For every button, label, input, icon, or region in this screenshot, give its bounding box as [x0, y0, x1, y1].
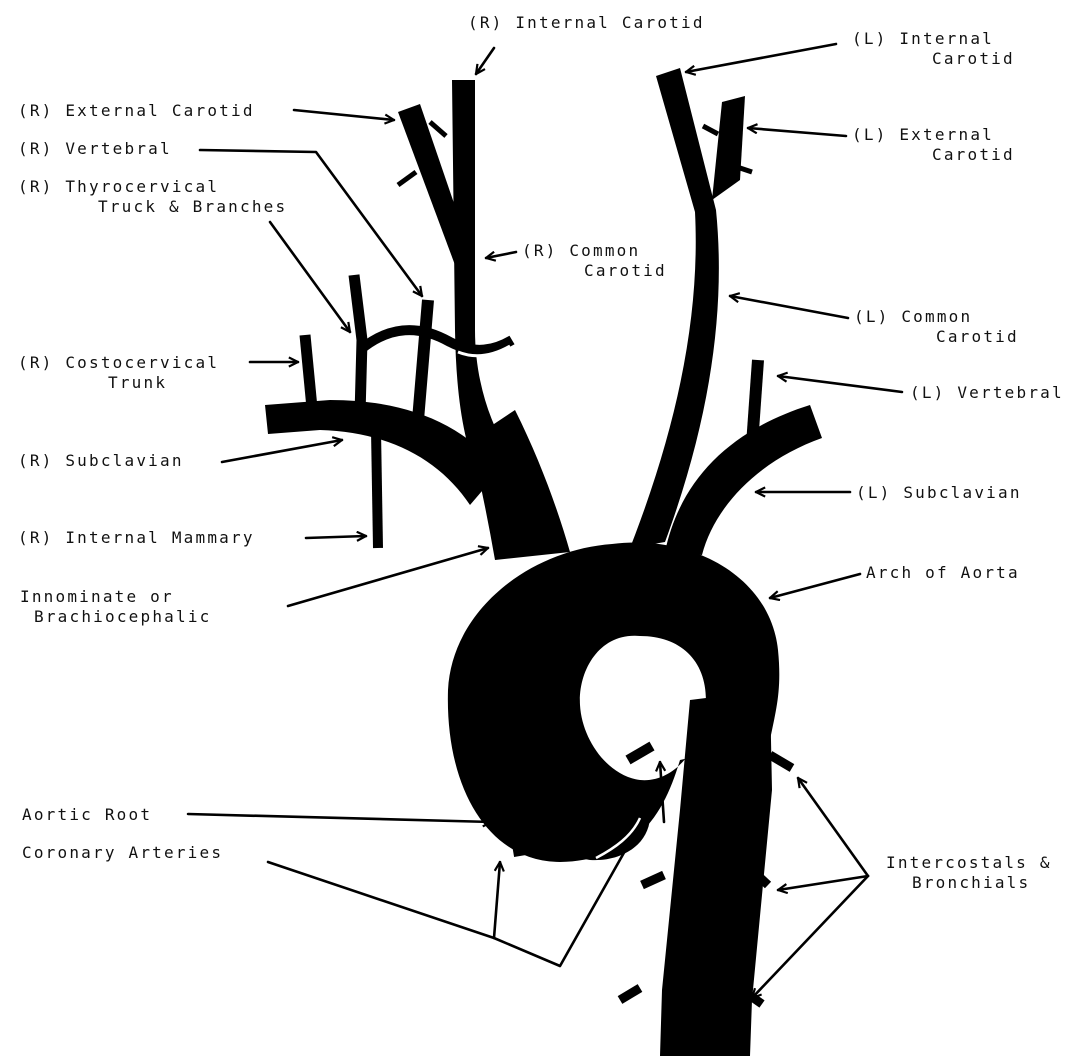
- leader-r-external-carotid: [294, 110, 394, 120]
- label-r-vertebral-line-1: (R) Vertebral: [18, 139, 172, 158]
- label-l-internal-carotid-line-1: (L) Internal: [852, 29, 994, 48]
- label-innominate: Innominate or Brachiocephalic: [20, 587, 212, 626]
- leader-intercostal-3: [752, 876, 868, 998]
- right-thyrocervical-branch: [360, 330, 512, 350]
- label-r-common-carotid-line-1: (R) Common: [522, 241, 640, 260]
- right-vertebral: [418, 300, 428, 420]
- leader-intercostal-1: [798, 778, 868, 876]
- label-r-subclavian-line-1: (R) Subclavian: [18, 451, 184, 470]
- intercostal-stub-2: [642, 875, 664, 885]
- coronary-stub-left: [628, 746, 652, 760]
- leader-l-common-carotid: [730, 296, 848, 318]
- leader-aortic-root: [188, 814, 492, 822]
- leader-r-vertebral: [200, 150, 422, 296]
- leader-r-internal-carotid: [476, 48, 494, 74]
- label-coronary-arteries-line-1: Coronary Arteries: [22, 843, 223, 862]
- label-r-external-carotid: (R) External Carotid: [18, 101, 255, 120]
- label-l-common-carotid: (L) Common Carotid: [854, 307, 1019, 346]
- label-arch-of-aorta-line-1: Arch of Aorta: [866, 563, 1020, 582]
- coronary-stub-right: [516, 832, 520, 856]
- label-l-subclavian-line-1: (L) Subclavian: [856, 483, 1022, 502]
- label-l-internal-carotid-line-2: Carotid: [932, 49, 1015, 68]
- label-l-common-carotid-line-1: (L) Common: [854, 307, 972, 326]
- left-external-carotid: [712, 96, 745, 200]
- leader-r-subclavian: [222, 440, 342, 462]
- intercostal-stub-4: [620, 988, 640, 1000]
- label-coronary-arteries: Coronary Arteries: [22, 843, 223, 862]
- label-l-external-carotid-line-2: Carotid: [932, 145, 1015, 164]
- label-l-internal-carotid: (L) Internal Carotid: [852, 29, 1015, 68]
- leader-l-vertebral: [778, 376, 902, 392]
- cut-mark-r-ext-2: [398, 172, 416, 185]
- leader-arch-of-aorta: [770, 574, 860, 598]
- cut-mark-l-ext-1: [703, 126, 718, 134]
- label-aortic-root: Aortic Root: [22, 805, 152, 824]
- label-r-external-carotid-line-1: (R) External Carotid: [18, 101, 255, 120]
- label-l-external-carotid-line-1: (L) External: [852, 125, 994, 144]
- label-r-costocervical-line-2: Trunk: [108, 373, 167, 392]
- label-r-internal-mammary-line-1: (R) Internal Mammary: [18, 528, 255, 547]
- leader-l-internal-carotid: [686, 44, 836, 72]
- label-r-thyrocervical-line-1: (R) Thyrocervical: [18, 177, 219, 196]
- label-aortic-root-line-1: Aortic Root: [22, 805, 152, 824]
- label-l-common-carotid-line-2: Carotid: [936, 327, 1019, 346]
- cut-mark-r-ext-1: [430, 122, 446, 136]
- right-internal-mammary: [376, 430, 378, 548]
- label-l-subclavian: (L) Subclavian: [856, 483, 1022, 502]
- vessels: [265, 68, 822, 1056]
- label-r-vertebral: (R) Vertebral: [18, 139, 172, 158]
- label-r-common-carotid: (R) Common Carotid: [522, 241, 667, 280]
- leader-r-internal-mammary: [306, 536, 366, 538]
- leader-coronary-branch-1: [494, 862, 500, 938]
- leader-intercostal-2: [778, 876, 868, 890]
- leader-l-external-carotid: [748, 128, 846, 136]
- label-r-costocervical: (R) Costocervical Trunk: [18, 353, 231, 392]
- leader-r-thyrocervical: [270, 222, 350, 332]
- label-r-internal-mammary: (R) Internal Mammary: [18, 528, 255, 547]
- label-arch-of-aorta: Arch of Aorta: [866, 563, 1020, 582]
- label-r-subclavian: (R) Subclavian: [18, 451, 184, 470]
- label-r-costocervical-line-1: (R) Costocervical: [18, 353, 219, 372]
- label-r-common-carotid-line-2: Carotid: [584, 261, 667, 280]
- label-intercostals-line-2: Bronchials: [912, 873, 1030, 892]
- leader-r-common-carotid: [486, 252, 516, 258]
- label-intercostals-line-1: Intercostals &: [886, 853, 1052, 872]
- label-r-thyrocervical-line-2: Truck & Branches: [98, 197, 287, 216]
- right-costocervical: [305, 335, 312, 408]
- label-r-internal-carotid: (R) Internal Carotid: [468, 13, 705, 32]
- left-vertebral: [752, 360, 758, 445]
- leader-innominate: [288, 548, 488, 606]
- label-r-internal-carotid-line-1: (R) Internal Carotid: [468, 13, 705, 32]
- label-innominate-line-2: Brachiocephalic: [34, 607, 212, 626]
- label-l-vertebral-line-1: (L) Vertebral: [910, 383, 1064, 402]
- label-r-thyrocervical: (R) Thyrocervical Truck & Branches: [18, 177, 287, 216]
- label-intercostals: Intercostals & Bronchials: [886, 853, 1064, 892]
- label-l-vertebral: (L) Vertebral: [910, 383, 1064, 402]
- label-innominate-line-1: Innominate or: [20, 587, 174, 606]
- label-l-external-carotid: (L) External Carotid: [852, 125, 1015, 164]
- intercostal-stub-1: [770, 755, 792, 768]
